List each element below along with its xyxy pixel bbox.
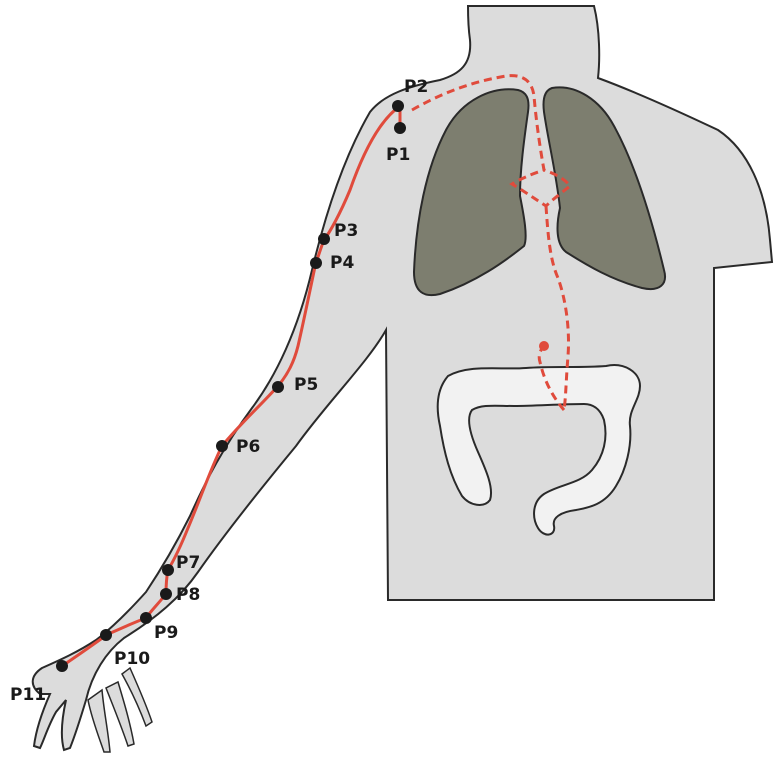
point-label-p1: P1: [386, 145, 410, 165]
acupoint-p3: [318, 233, 330, 245]
point-label-p6: P6: [236, 437, 260, 457]
acupoint-p7: [162, 564, 174, 576]
finger: [106, 682, 134, 746]
point-label-p10: P10: [114, 649, 150, 669]
acupoint-p4: [310, 257, 322, 269]
point-label-p3: P3: [334, 221, 358, 241]
acupoint-p10: [100, 629, 112, 641]
acupoint-p8: [160, 588, 172, 600]
acupoint-p9: [140, 612, 152, 624]
meridian-arm-path: [62, 106, 400, 666]
point-label-p11: P11: [10, 685, 46, 705]
finger: [88, 690, 110, 752]
point-label-p7: P7: [176, 553, 200, 573]
point-label-p8: P8: [176, 585, 200, 605]
acupoint-p6: [216, 440, 228, 452]
body-silhouette: [33, 6, 772, 750]
point-label-p4: P4: [330, 253, 354, 273]
point-label-p5: P5: [294, 375, 318, 395]
acupoint-p2: [392, 100, 404, 112]
acupoint-p11: [56, 660, 68, 672]
meridian-end-point: [539, 341, 549, 351]
point-label-p9: P9: [154, 623, 178, 643]
acupoint-p1: [394, 122, 406, 134]
acupoint-p5: [272, 381, 284, 393]
point-label-p2: P2: [404, 77, 428, 97]
